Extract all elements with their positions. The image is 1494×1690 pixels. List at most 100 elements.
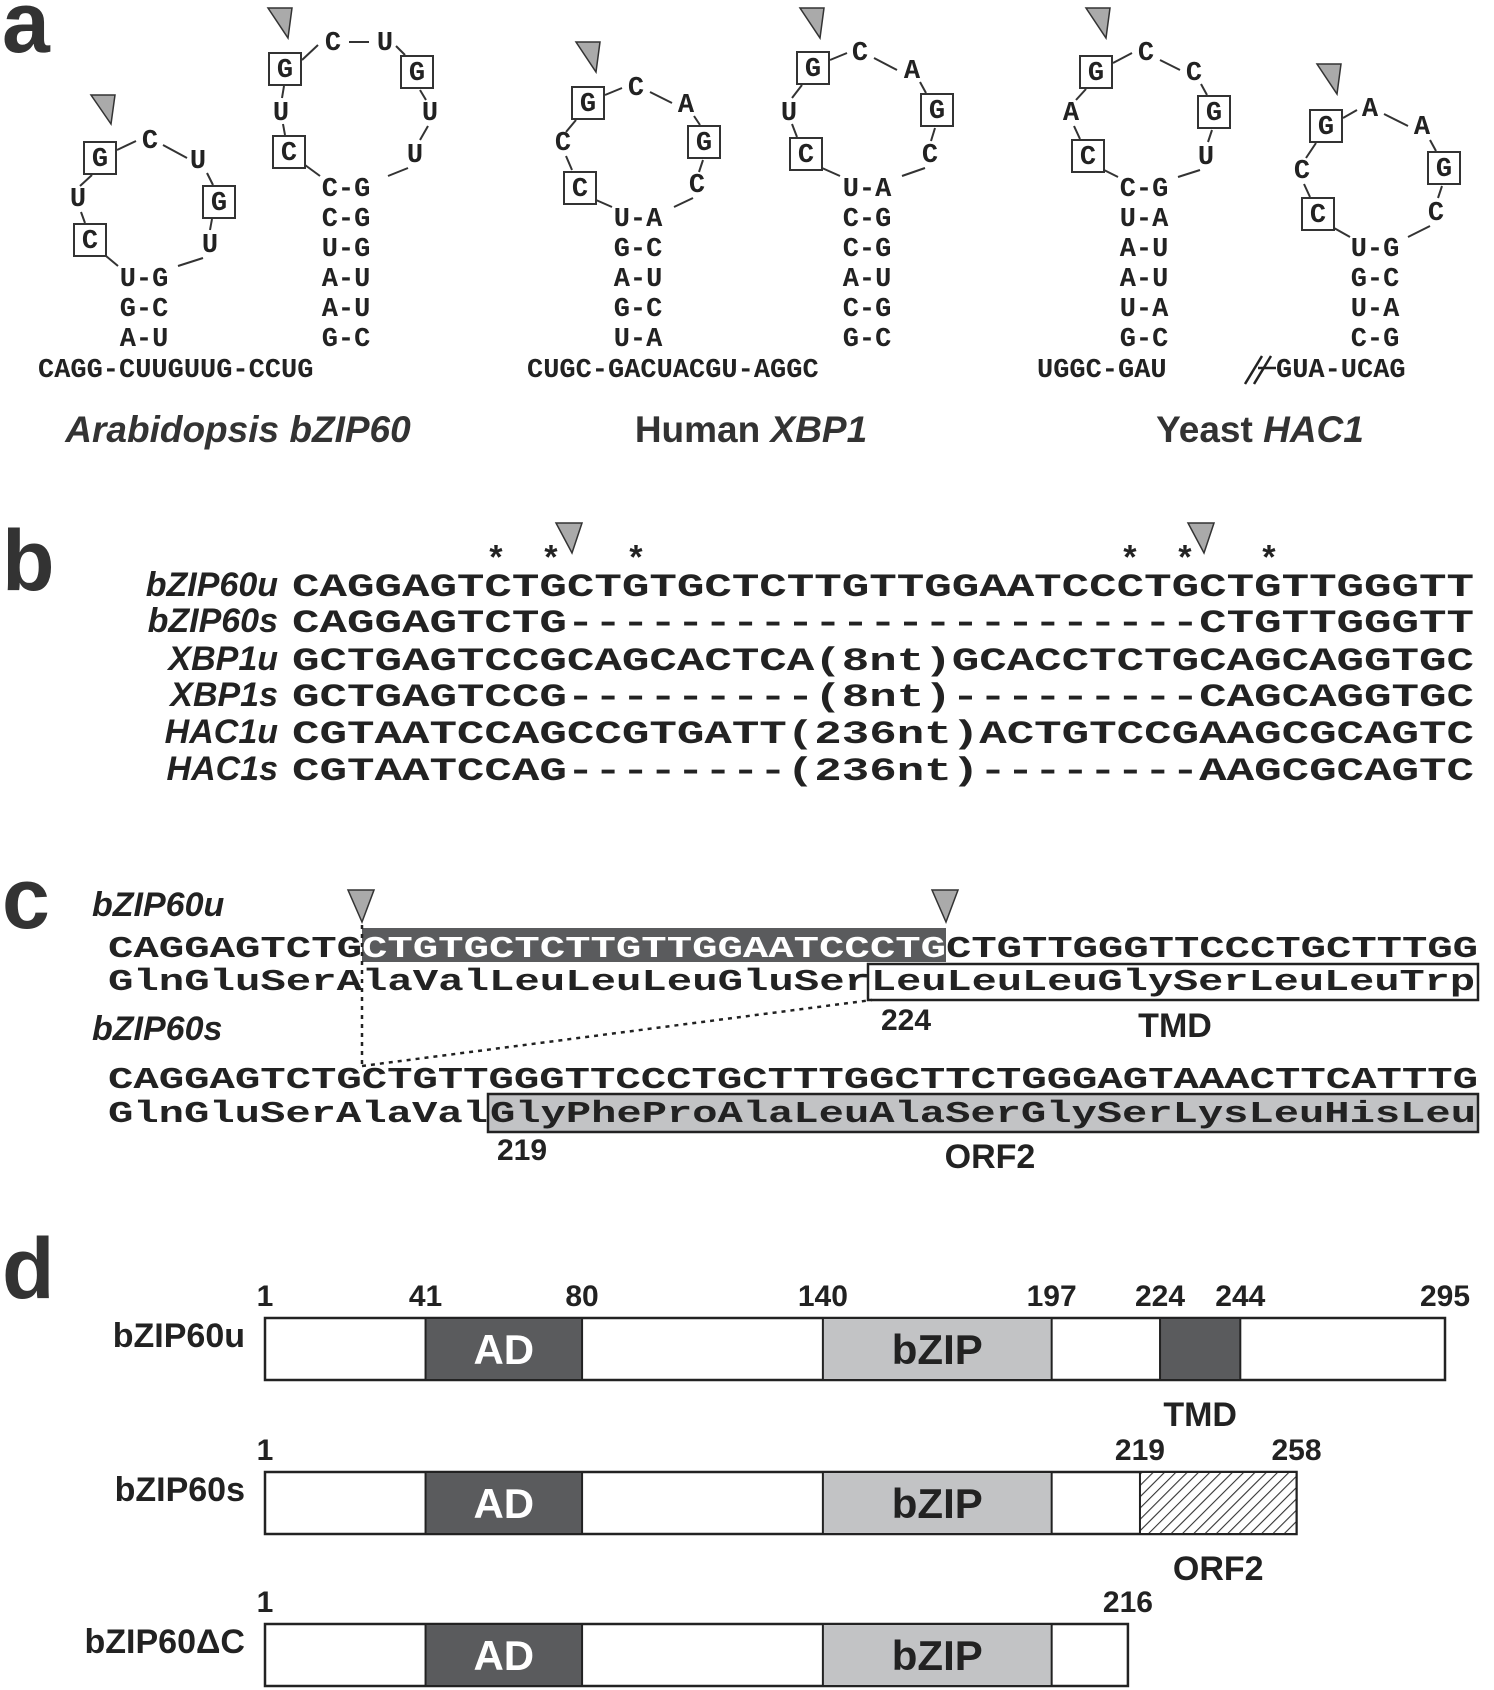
stem-pair: C-G	[843, 205, 892, 235]
boxed-base: C	[82, 227, 98, 257]
boxed-base: G	[696, 129, 712, 159]
loop-base: A	[1362, 95, 1379, 125]
stem-pair: C-G	[1351, 325, 1400, 355]
cleavage-marker-icon	[930, 889, 960, 924]
loop-base: C	[689, 171, 705, 201]
cleavage-marker-icon	[1315, 63, 1342, 97]
caption-human-gene: XBP1	[769, 409, 868, 450]
cleavage-marker-icon	[798, 7, 825, 41]
sequence-row: GCTGAGTCCG---------(8nt)---------CAGCAGG…	[292, 679, 1474, 716]
caption-human-plain: Human	[635, 409, 771, 450]
tmd-label: TMD	[1138, 1007, 1212, 1045]
stem-pair: A-U	[1120, 235, 1169, 265]
boxed-base: G	[1088, 59, 1104, 89]
residue-tick: 295	[1420, 1280, 1470, 1313]
loop-base: U	[70, 185, 86, 215]
conserved-base-star: *	[1175, 543, 1195, 581]
stem-pair: U-A	[1120, 295, 1169, 325]
loop-base: C	[1428, 199, 1444, 229]
stem-pair: G-C	[322, 325, 371, 355]
loop-base: C	[325, 29, 341, 59]
nt-spliced: CAGGAGTCTGCTGTTGGGTTCCCTGCTTTGGCTTCTGGGA…	[108, 1063, 1478, 1098]
base-sequence-right: GUA-UCAG	[1276, 356, 1406, 386]
domain-label: bZIP	[892, 1632, 983, 1679]
stem-pair: U-A	[614, 205, 663, 235]
domain-block	[1138, 1471, 1298, 1535]
panel-a: G C U G U U C U-G G-C A-U G C	[38, 7, 1461, 450]
conserved-base-star: *	[626, 543, 646, 581]
panel-label-d: d	[2, 1221, 55, 1317]
boxed-base: G	[1436, 155, 1452, 185]
loop-base: A	[1414, 113, 1431, 143]
stem-pair: G-C	[843, 325, 892, 355]
stem-pair: G-C	[614, 235, 663, 265]
aa-orf2: GlyPheProAlaLeuAlaSerGlySerLysLeuHisLeu	[490, 1097, 1476, 1132]
cleavage-marker-icon	[266, 7, 293, 41]
stem-pair: A-U	[1120, 265, 1169, 295]
domain-label: AD	[473, 1326, 534, 1373]
domain-label: AD	[473, 1632, 534, 1679]
domain-under-label: TMD	[1163, 1396, 1237, 1434]
conserved-base-star: *	[486, 543, 506, 581]
loop-base: U	[377, 29, 393, 59]
boxed-base: C	[1080, 143, 1096, 173]
boxed-base: G	[580, 90, 596, 120]
boxed-base: C	[572, 175, 588, 205]
loop-base: C	[1294, 157, 1310, 187]
loop-base: C	[555, 129, 571, 159]
panel-c: bZIP60u CAGGAGTCTG CTGTGCTCTTGTTGGAATCCC…	[92, 886, 1480, 1176]
cleavage-marker-icon	[554, 522, 584, 555]
residue-tick: 1	[257, 1434, 274, 1467]
domain-under-label: ORF2	[1173, 1550, 1264, 1588]
intron-highlight	[362, 928, 946, 962]
loop-base: U	[273, 99, 289, 129]
stem-pair: C-G	[843, 295, 892, 325]
residue-tick: 1	[257, 1586, 274, 1619]
domain-block	[1159, 1317, 1242, 1381]
panel-label-c: c	[2, 851, 50, 947]
stem-pair: C-G	[1120, 175, 1169, 205]
residue-tick: 244	[1215, 1280, 1265, 1313]
human-hairpin-2: G C A G C U C U-A C-G C-G A-U C-G G-C	[781, 7, 954, 355]
caption-arabidopsis: Arabidopsis bZIP60	[64, 409, 411, 450]
boxed-base: C	[1310, 201, 1326, 231]
stem-pair: A-U	[843, 265, 892, 295]
label-bzip60u: bZIP60u	[92, 886, 224, 924]
conserved-base-star: *	[1259, 543, 1279, 581]
protein-name: bZIP60ΔC	[85, 1623, 245, 1661]
conserved-base-star: *	[541, 543, 561, 581]
base-sequence-left: UGGC-GAU	[1037, 356, 1167, 386]
stem-pair: G-C	[120, 295, 169, 325]
break-icon	[1243, 355, 1276, 385]
cleavage-marker-icon	[1186, 522, 1216, 555]
caption-yeast: Yeast HAC1	[1156, 409, 1364, 450]
domain-block	[424, 1471, 584, 1535]
nt-pre: CAGGAGTCTG	[108, 932, 362, 967]
nt-post: CTGTTGGGTTCCCTGCTTTGG	[946, 932, 1478, 967]
stem-pair: U-A	[614, 325, 663, 355]
cleavage-marker-icon	[1084, 7, 1111, 41]
panel-label-b: b	[2, 513, 55, 609]
stem-pair: G-C	[1351, 265, 1400, 295]
panel-b: * * * * * * bZIP60u CAGGAGTCTGCTGTGCTCTT…	[146, 522, 1474, 790]
conserved-base-star: *	[1120, 543, 1140, 581]
aa-pre: GlnGluSerAlaValLeuLeuLeuGluSer	[108, 965, 870, 1000]
nt-intron: CTGTGCTCTTGTTGGAATCCCTG	[362, 932, 946, 967]
loop-base: U	[1198, 143, 1214, 173]
stem-pair: U-G	[120, 265, 169, 295]
loop-base: C	[1186, 59, 1202, 89]
yeast-hairpin-1: G C C G U A C C-G U-A A-U A-U U-A G-C	[1063, 7, 1231, 355]
aa-spliced-pre: GlnGluSerAlaVal	[108, 1097, 488, 1132]
residue-tick: 197	[1027, 1280, 1077, 1313]
boxed-base: G	[277, 56, 293, 86]
stem-pair: U-A	[1351, 295, 1400, 325]
human-hairpin-1: G C A G C C C U-A G-C A-U G-C U-A	[555, 41, 721, 355]
boxed-base: C	[798, 141, 814, 171]
sequence-row: CAGGAGTCTGCTGTGCTCTTGTTGGAATCCCTGCTGTTGG…	[292, 569, 1474, 606]
stem-pair: U-A	[843, 175, 892, 205]
stem-pair: U-A	[1120, 205, 1169, 235]
stem-pair: U-G	[322, 235, 371, 265]
stem-pair: A-U	[120, 325, 169, 355]
loop-base: A	[678, 91, 695, 121]
